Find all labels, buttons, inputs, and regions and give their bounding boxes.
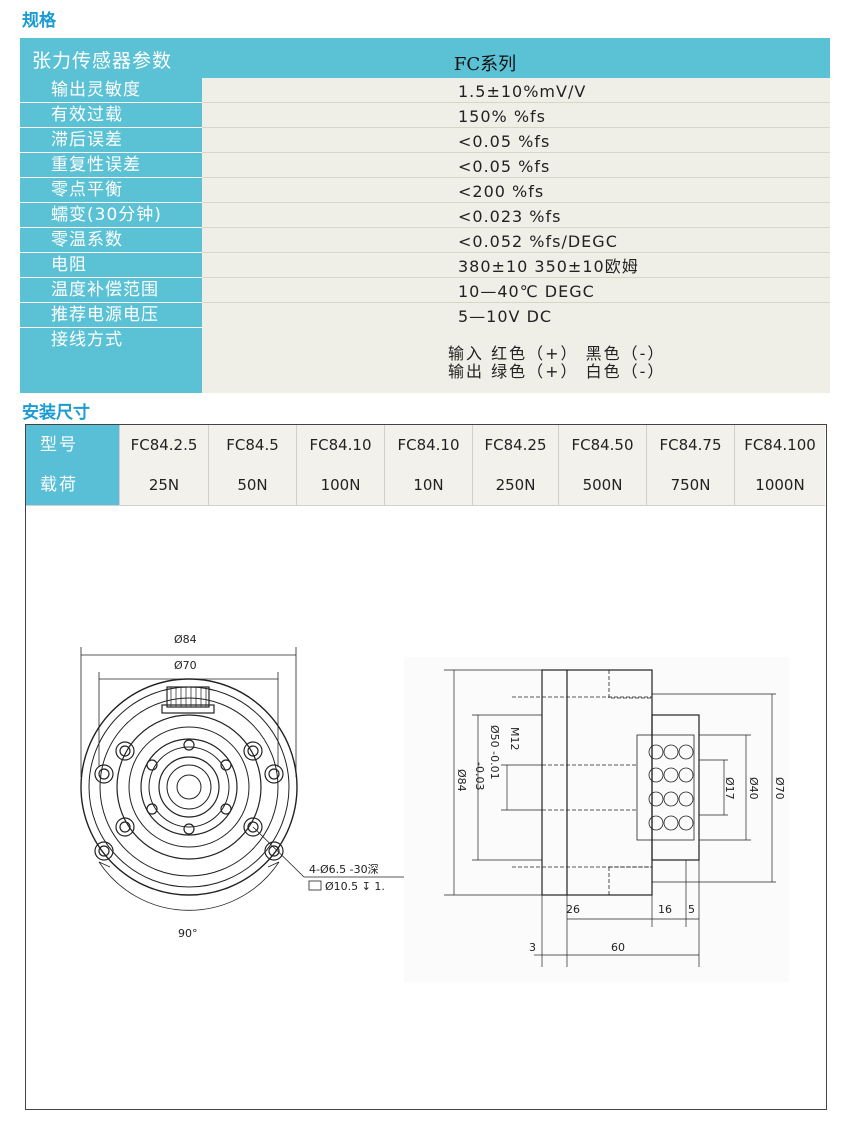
model-table: 型号 FC84.2.5 FC84.5 FC84.10 FC84.10 FC84.… (26, 425, 826, 506)
spec-value: 5—10V DC (458, 307, 553, 326)
spec-label: 零点平衡 (20, 178, 202, 203)
spec-value: <0.023 %fs (202, 203, 830, 228)
spec-value: <0.052 %fs/DEGC (202, 228, 830, 253)
spec-header: 张力传感器参数 FC系列 (20, 38, 830, 78)
hole-note-1: 4-Ø6.5 -30深 (309, 863, 379, 876)
model-name: FC84.25 (472, 425, 558, 465)
side-right-dia: Ø70 (773, 777, 786, 800)
spec-label: 蠕变(30分钟) (20, 203, 202, 228)
spec-value: 1.5±10%mV/V (202, 78, 830, 103)
model-row-label: 型号 (26, 425, 119, 465)
spec-header-label: 张力传感器参数 (32, 50, 173, 72)
spec-value: <0.05 %fs (202, 153, 830, 178)
spec-value: 10—40℃ DEGC (202, 278, 830, 303)
model-name: FC84.2.5 (119, 425, 208, 465)
model-name: FC84.5 (208, 425, 296, 465)
spec-label: 推荐电源电压 (20, 303, 202, 328)
front-bolt-dia: Ø70 (174, 659, 197, 672)
model-name: FC84.10 (296, 425, 384, 465)
model-name: FC84.75 (646, 425, 734, 465)
install-section-title: 安装尺寸 (22, 403, 90, 423)
spec-label: 输出灵敏度 (20, 78, 202, 103)
model-load: 50N (208, 465, 296, 505)
install-dimensions-box: 型号 FC84.2.5 FC84.5 FC84.10 FC84.10 FC84.… (25, 424, 827, 1110)
spec-label: 接线方式 (51, 330, 123, 350)
model-name: FC84.50 (558, 425, 646, 465)
spec-value: 150% %fs (202, 103, 830, 128)
dim-3: 3 (529, 941, 536, 954)
technical-drawing: Ø84 Ø70 90° 4-Ø6.5 -30深 Ø10.5 ↧ 1. (80, 633, 789, 982)
model-name: FC84.10 (384, 425, 472, 465)
spec-table: 张力传感器参数 FC系列 输出灵敏度 有效过载 滞后误差 重复性误差 零点平衡 … (20, 38, 830, 393)
model-name: FC84.100 (734, 425, 825, 465)
side-bore-dia: Ø50 -0.01 (488, 725, 501, 780)
front-angle: 90° (178, 927, 198, 940)
model-load: 500N (558, 465, 646, 505)
dim-60: 60 (611, 941, 625, 954)
side-outer-dia: Ø84 (455, 769, 468, 792)
spec-label-column: 输出灵敏度 有效过载 滞后误差 重复性误差 零点平衡 蠕变(30分钟) 零温系数… (20, 78, 202, 393)
load-row-label: 载荷 (26, 465, 119, 505)
wiring-input: 输入 红色（+） 黑色（-） (448, 344, 666, 363)
spec-section-title: 规格 (22, 11, 56, 31)
model-row: 型号 FC84.2.5 FC84.5 FC84.10 FC84.10 FC84.… (26, 425, 825, 466)
dim-16: 16 (658, 903, 672, 916)
spec-label: 有效过载 (20, 103, 202, 128)
spec-value: <200 %fs (202, 178, 830, 203)
dim-5: 5 (688, 903, 695, 916)
hole-note-2: Ø10.5 ↧ 1. (325, 880, 385, 893)
spec-label: 重复性误差 (20, 153, 202, 178)
spec-label: 温度补偿范围 (20, 278, 202, 303)
spec-header-value: FC系列 (453, 54, 517, 75)
front-view-drawing (80, 647, 411, 911)
spec-value: <0.05 %fs (202, 128, 830, 153)
model-load: 750N (646, 465, 734, 505)
side-view-drawing (404, 657, 789, 982)
model-load: 25N (119, 465, 208, 505)
side-inner-dia: Ø17 (723, 777, 736, 800)
load-row: 载荷 25N 50N 100N 10N 250N 500N 750N 1000N (26, 465, 825, 506)
spec-label: 电阻 (20, 253, 202, 278)
wiring-output: 输出 绿色（+） 白色（-） (448, 362, 666, 381)
model-load: 250N (472, 465, 558, 505)
side-bore-tol: -0.03 (473, 762, 486, 790)
model-load: 1000N (734, 465, 825, 505)
spec-label: 滞后误差 (20, 128, 202, 153)
dim-26: 26 (566, 903, 580, 916)
side-thread: M12 (508, 727, 521, 751)
spec-label: 零温系数 (20, 228, 202, 253)
model-load: 100N (296, 465, 384, 505)
side-mid-dia: Ø40 (747, 777, 760, 800)
model-load: 10N (384, 465, 472, 505)
front-outer-dia: Ø84 (174, 633, 197, 646)
spec-value: 380±10 350±10欧姆 (202, 253, 830, 278)
